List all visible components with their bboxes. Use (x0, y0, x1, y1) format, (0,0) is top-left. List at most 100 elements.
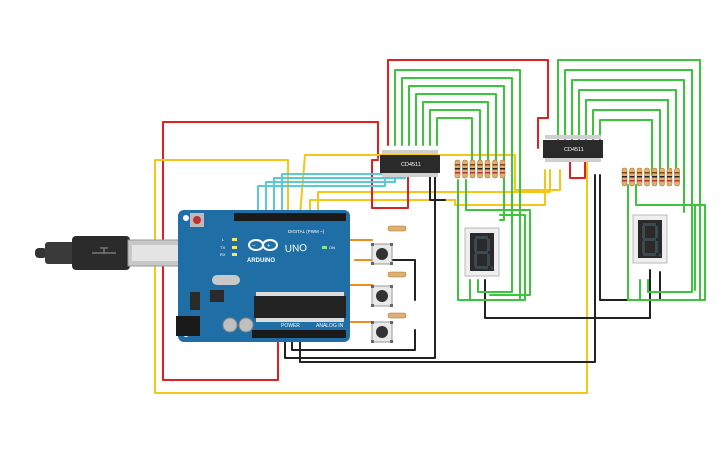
arduino-board[interactable]: − + ARDUINO UNO DIGITAL (PWM ~) POWER AN… (176, 210, 350, 342)
analog-label: ANALOG IN (316, 323, 344, 329)
wire-green-r4[interactable] (578, 89, 677, 176)
resistor-band (500, 168, 505, 170)
wire-green-r9[interactable] (635, 184, 696, 291)
capacitor-icon (222, 317, 238, 333)
power-jack[interactable] (176, 316, 200, 336)
wire-green-l6[interactable] (429, 109, 481, 176)
resistor-band (477, 164, 483, 166)
wire-yellow-top[interactable] (299, 154, 561, 216)
wire-black-gnd-3[interactable] (299, 174, 596, 363)
led-tx-label: TX (220, 245, 225, 250)
svg-text:+: + (267, 244, 271, 250)
wire-green-r1[interactable] (557, 59, 701, 301)
resistor-icon (387, 271, 407, 278)
resistor-band (652, 172, 657, 174)
resistor-band (652, 180, 657, 182)
resistor-band (462, 168, 468, 170)
resistor-band (637, 180, 642, 182)
resistor-band (644, 180, 650, 182)
resistor-band (667, 176, 672, 178)
capacitor-icon (238, 317, 254, 333)
wire-cyan-4[interactable] (281, 173, 416, 216)
resistor-band (485, 164, 490, 166)
resistor-band (667, 172, 672, 174)
wire-green-l2[interactable] (401, 77, 513, 293)
led-rx-label: RX (220, 252, 226, 257)
resistor-band (667, 180, 672, 182)
resistor-band (470, 164, 475, 166)
resistor-band (492, 168, 498, 170)
wire-green-r8[interactable] (627, 184, 706, 301)
resistor-band (622, 180, 627, 182)
digital-label: DIGITAL (PWM ~) (288, 229, 325, 234)
resistor-band (674, 176, 680, 178)
resistor-band (455, 164, 460, 166)
resistor-band (492, 172, 498, 174)
wire-green-r3[interactable] (571, 79, 685, 213)
wire-green-l4[interactable] (415, 93, 497, 176)
reset-button-cap[interactable] (193, 216, 201, 224)
seven-segment-display-2[interactable] (632, 214, 668, 264)
wire-green-l7[interactable] (436, 117, 473, 176)
svg-text:−: − (252, 244, 256, 250)
arduino-logo: − + (248, 239, 278, 251)
decoder-chip-2[interactable]: CD4511 (543, 135, 603, 162)
push-button-2[interactable] (371, 285, 393, 307)
wire-green-l5[interactable] (422, 101, 489, 176)
led-l-icon (232, 238, 237, 241)
wire-cyan-1[interactable] (257, 174, 386, 216)
resistor-band (477, 172, 483, 174)
digital-header (234, 213, 346, 221)
push-button-3[interactable] (371, 321, 393, 343)
led-on-icon (322, 246, 327, 249)
wire-yellow-low[interactable] (309, 169, 546, 216)
resistor-band (659, 176, 665, 178)
crystal-icon (212, 275, 240, 285)
usb-cable[interactable] (35, 236, 185, 270)
push-button-1[interactable] (371, 243, 393, 265)
wire-green-l8[interactable] (457, 179, 526, 301)
wire-green-l9[interactable] (465, 179, 531, 296)
resistor-band (674, 172, 680, 174)
resistor-band (477, 168, 483, 170)
resistor-band (500, 164, 505, 166)
wire-green-l3[interactable] (408, 85, 505, 221)
decoder-2-label: CD4511 (564, 147, 584, 153)
resistor-band (622, 172, 627, 174)
resistor-band (637, 176, 642, 178)
wire-green-r6[interactable] (592, 109, 661, 176)
model-label: UNO (285, 243, 308, 255)
wire-green-r7[interactable] (599, 119, 653, 176)
wire-red-top[interactable] (387, 59, 549, 149)
resistor-band (674, 180, 680, 182)
resistor-band (637, 172, 642, 174)
wire-green-r2[interactable] (564, 69, 693, 293)
segments-icon (642, 223, 662, 257)
led-tx-icon (232, 246, 237, 249)
wire-black-gnd-2[interactable] (291, 329, 416, 351)
wire-green-r5[interactable] (585, 99, 669, 176)
resistor-band (659, 180, 665, 182)
resistor-band (470, 172, 475, 174)
wire-red-chip1[interactable] (371, 159, 409, 209)
wire-black-chip1[interactable] (429, 174, 446, 201)
resistor-band (659, 172, 665, 174)
wire-black-gnd-1[interactable] (284, 174, 436, 359)
resistor-band (455, 172, 460, 174)
resistor-band (492, 164, 498, 166)
resistor-band (485, 172, 490, 174)
led-on-label: ON (329, 245, 335, 250)
resistor-band (455, 168, 460, 170)
resistor-icon (387, 225, 407, 232)
resistor-band (470, 168, 475, 170)
led-rx-icon (232, 253, 237, 256)
decoder-chip-1[interactable]: CD4511 (380, 150, 440, 177)
resistor-band (644, 172, 650, 174)
green-wires-right (557, 59, 706, 301)
wire-green-l1[interactable] (394, 69, 521, 301)
wire-black-btn[interactable] (384, 259, 416, 301)
resistor-band (485, 168, 490, 170)
seven-segment-display-1[interactable] (464, 227, 500, 277)
resistor-icon (387, 312, 407, 319)
